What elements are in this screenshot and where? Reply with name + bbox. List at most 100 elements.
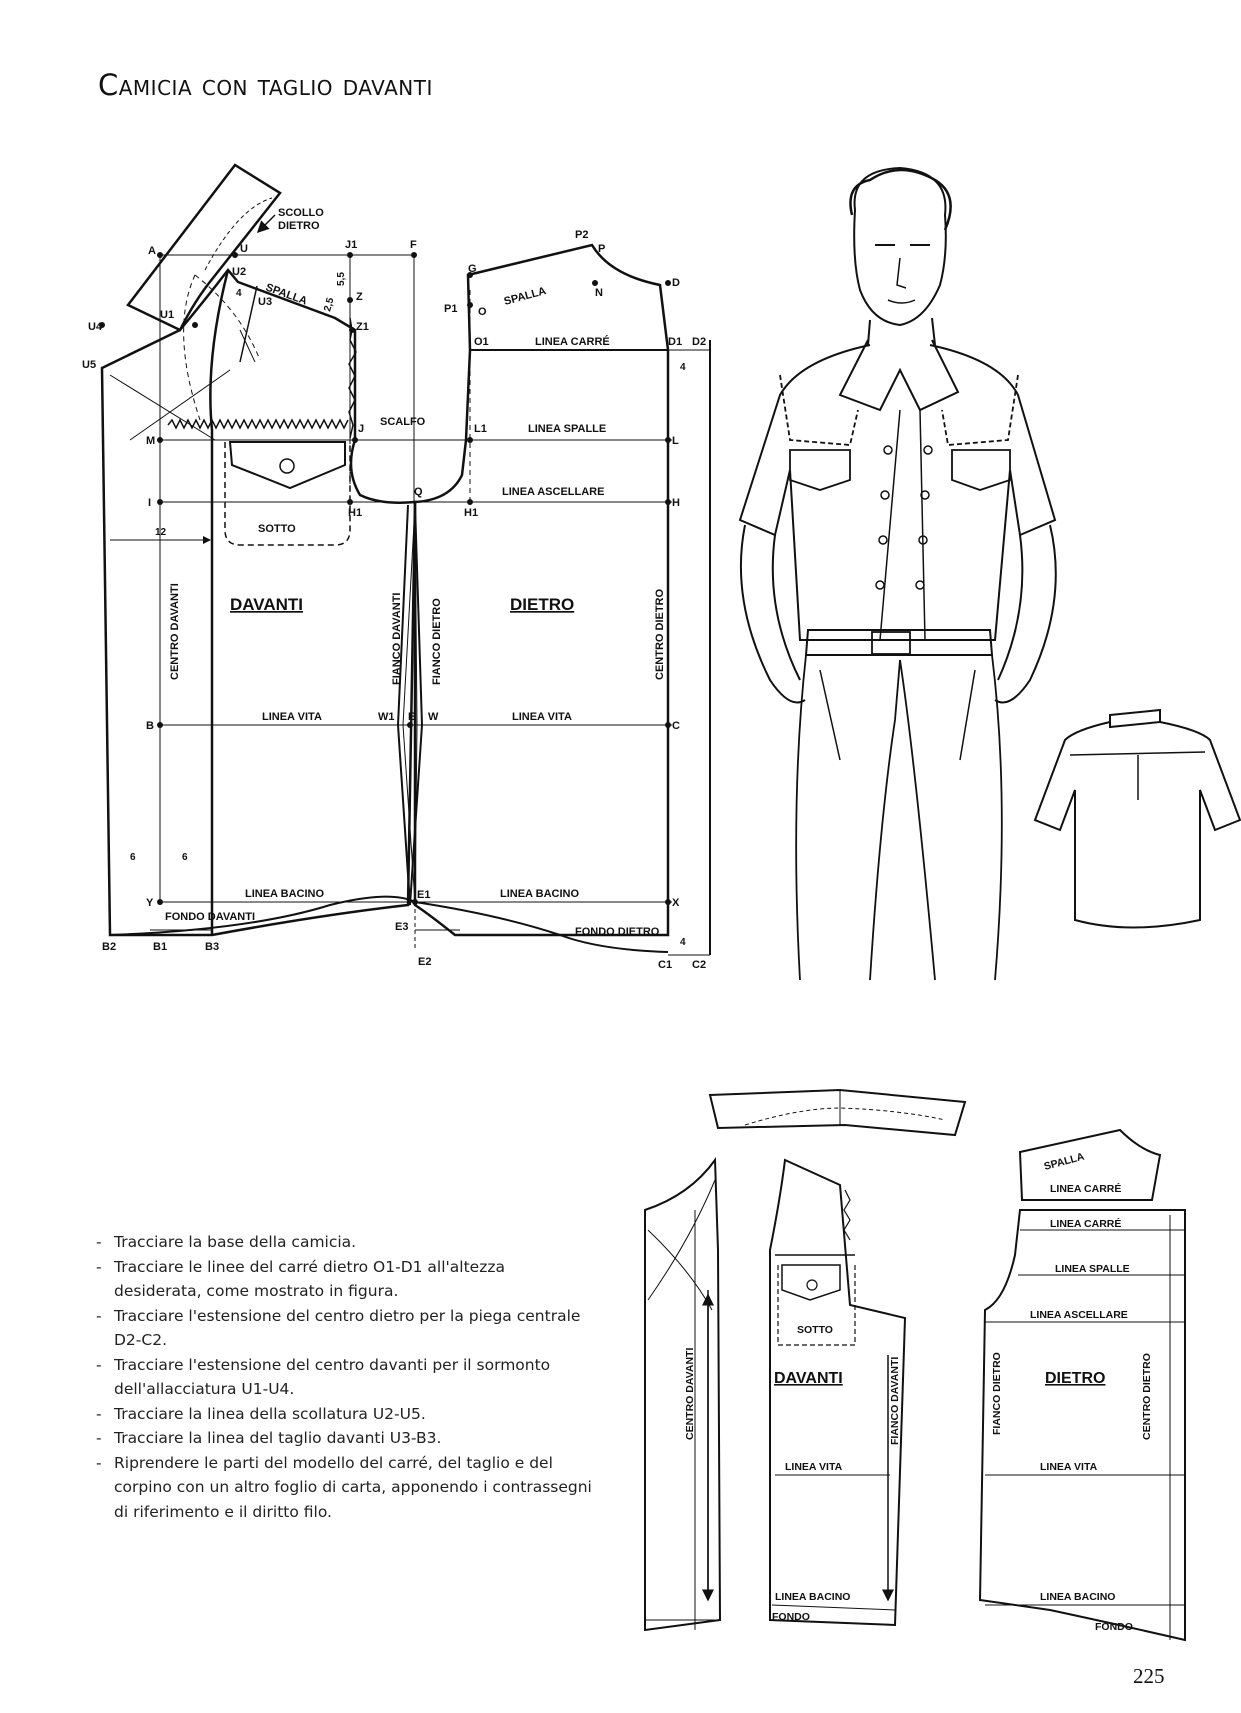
page-title: Camicia con taglio davanti [98, 68, 433, 102]
piece-label-fianco-davanti: FIANCO DAVANTI [889, 1357, 901, 1445]
label-linea-vita-front: LINEA VITA [262, 711, 322, 723]
label-fianco-dietro: FIANCO DIETRO [431, 598, 443, 685]
piece-label-centro-davanti: CENTRO DAVANTI [684, 1348, 696, 1440]
pt-U: U [240, 243, 248, 255]
pt-A: A [148, 245, 156, 257]
m-12: 12 [155, 527, 167, 538]
pt-C: C [672, 720, 680, 732]
pt-P1: P1 [444, 303, 457, 315]
m-6-b: 6 [182, 852, 188, 863]
pt-D1: D1 [668, 336, 682, 348]
instruction-item: Tracciare l'estensione del centro davant… [96, 1353, 596, 1402]
piece-back [978, 1209, 1186, 1642]
pt-B3: B3 [205, 941, 219, 953]
label-centro-dietro: CENTRO DIETRO [654, 589, 666, 681]
pt-W1: W1 [378, 711, 395, 723]
label-centro-davanti: CENTRO DAVANTI [169, 583, 181, 680]
pt-Z: Z [356, 291, 363, 303]
label-linea-bacino-back: LINEA BACINO [500, 888, 579, 900]
label-scollo-dietro-1: SCOLLO [278, 207, 324, 219]
pt-U2: U2 [232, 266, 246, 278]
label-scalfo: SCALFO [380, 416, 426, 428]
instruction-item: Tracciare l'estensione del centro dietro… [96, 1304, 596, 1353]
pt-O: O [478, 306, 487, 318]
piece-front [769, 1158, 907, 1627]
construction-lines [109, 254, 672, 950]
piece-label-linea-bacino-back: LINEA BACINO [1040, 1591, 1115, 1603]
piece-label-fondo-front: FONDO [772, 1611, 810, 1623]
m-2-5: 2,5 [322, 296, 336, 313]
piece-label-linea-carre-yoke: LINEA CARRÉ [1050, 1182, 1121, 1195]
pt-H1-right: H1 [464, 507, 478, 519]
label-linea-bacino-front: LINEA BACINO [245, 888, 324, 900]
pt-E2: E2 [418, 956, 431, 968]
pt-P2: P2 [575, 229, 588, 241]
piece-label-linea-spalle: LINEA SPALLE [1055, 1263, 1130, 1275]
fashion-illustration [738, 166, 1057, 981]
piece-labels: SPALLA LINEA CARRÉ LINEA CARRÉ LINEA SPA… [684, 1151, 1153, 1633]
pt-Q: Q [414, 486, 423, 498]
piece-label-spalla: SPALLA [1043, 1151, 1086, 1173]
label-scollo-dietro-2: DIETRO [278, 220, 320, 232]
pt-U1: U1 [160, 309, 174, 321]
pt-U4: U4 [88, 321, 103, 333]
pt-C1: C1 [658, 959, 672, 971]
piece-label-linea-vita-front: LINEA VITA [785, 1461, 843, 1473]
piece-label-centro-dietro: CENTRO DIETRO [1141, 1353, 1153, 1440]
front-cut-line [209, 269, 230, 935]
main-draft [99, 163, 711, 956]
instruction-item: Tracciare la base della camicia. [96, 1230, 596, 1255]
page-number: 225 [1133, 1664, 1165, 1688]
label-linea-vita-back: LINEA VITA [512, 711, 572, 723]
piece-label-linea-vita-back: LINEA VITA [1040, 1461, 1098, 1473]
piece-label-dietro: DIETRO [1045, 1370, 1105, 1387]
pt-E1: E1 [417, 889, 430, 901]
pt-B1: B1 [153, 941, 167, 953]
pt-Z1: Z1 [356, 321, 369, 333]
pt-P: P [598, 243, 605, 255]
pt-J1: J1 [345, 239, 357, 251]
pt-C2: C2 [692, 959, 706, 971]
pt-L: L [672, 435, 679, 447]
piece-label-sotto: SOTTO [797, 1324, 833, 1336]
piece-label-fondo-back: FONDO [1095, 1621, 1133, 1633]
piece-label-davanti: DAVANTI [774, 1370, 843, 1387]
instruction-item: Tracciare la linea della scollatura U2-U… [96, 1402, 596, 1427]
piece-label-linea-carre-back: LINEA CARRÉ [1050, 1217, 1121, 1230]
back-view-shirt [1033, 708, 1241, 929]
pt-W: W [428, 711, 439, 723]
pt-E3: E3 [395, 921, 408, 933]
m-4-shoulder: 4 [236, 288, 242, 299]
pt-H1-left: H1 [348, 507, 362, 519]
instruction-item: Riprendere le parti del modello del carr… [96, 1451, 596, 1525]
pt-I: I [148, 497, 151, 509]
label-dietro: DIETRO [510, 595, 574, 614]
pt-N: N [595, 287, 603, 299]
back-outline [413, 243, 670, 937]
pt-D2: D2 [692, 336, 706, 348]
label-sotto: SOTTO [258, 523, 296, 535]
m-6-a: 6 [130, 852, 136, 863]
m-4-top-right: 4 [680, 362, 686, 373]
pt-U5: U5 [82, 359, 96, 371]
point-labels: A U J1 F G P2 P D N U2 U3 Z Z1 U1 U4 U5 … [82, 229, 706, 971]
label-fondo-dietro: FONDO DIETRO [575, 926, 660, 938]
piece-label-linea-ascellare: LINEA ASCELLARE [1030, 1309, 1128, 1321]
pt-X: X [672, 897, 680, 909]
piece-front-center [644, 1157, 722, 1632]
label-fianco-davanti: FIANCO DAVANTI [391, 593, 403, 685]
pt-B: B [146, 720, 154, 732]
label-spalla-back: SPALLA [503, 285, 548, 308]
piece-label-linea-bacino-front: LINEA BACINO [775, 1591, 850, 1603]
front-outline [100, 267, 417, 937]
instruction-item: Tracciare la linea del taglio davanti U3… [96, 1426, 596, 1451]
pt-E: E [408, 711, 415, 723]
piece-back-yoke [1018, 1128, 1162, 1201]
pt-G: G [468, 263, 477, 275]
pt-Y: Y [146, 897, 154, 909]
pt-F: F [410, 239, 417, 251]
pt-J: J [358, 423, 364, 435]
pt-L1: L1 [474, 423, 487, 435]
m-4-bottom-right: 4 [680, 937, 686, 948]
